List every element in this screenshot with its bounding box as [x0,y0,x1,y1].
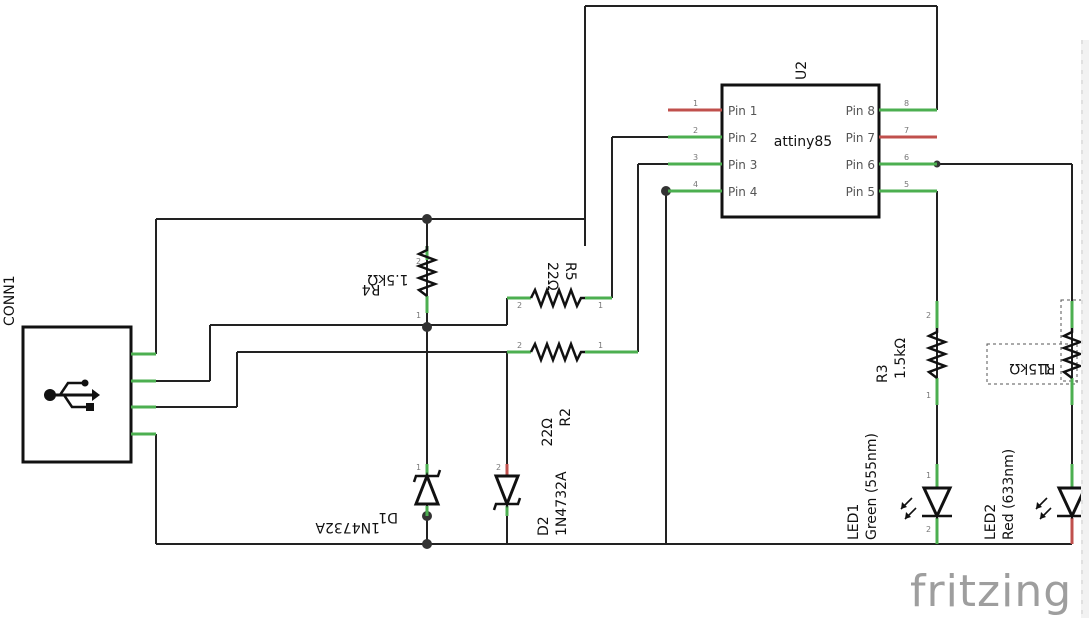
light-emission-arrows-icon [900,497,917,520]
light-emission-arrows-icon [1035,497,1052,520]
u2-pin-number: 8 [904,99,909,108]
d2-ref-label: D2 [536,516,552,536]
usb-icon [44,379,100,411]
u2-pin-label: Pin 1 [728,104,757,118]
r2-resistor[interactable]: 2 1 R2 22Ω [507,340,638,447]
pin-number-mark: 1 [598,301,603,310]
u2-pin-number: 4 [693,180,698,189]
u2-pin-number: 7 [904,126,909,135]
r4-resistor[interactable]: 2 1 R4 1.5kΩ [362,246,439,320]
junction-dot [661,186,671,196]
u2-pin-label: Pin 2 [728,131,757,145]
u2-pin-label: Pin 4 [728,185,757,199]
pin-number-mark: 2 [517,341,522,350]
pin-number-mark: 1 [416,311,421,320]
pin-number-mark: 2 [496,463,501,472]
conn1-ref-label: CONN1 [2,275,18,326]
r1-ref-label: R1 [1037,360,1056,376]
d1-zener-diode[interactable]: 1 D1 1N4732A [315,463,442,535]
d1-ref-label: D1 [378,509,398,525]
r1-value-label: 1.5kΩ [1009,360,1050,376]
u2-pin-label: Pin 6 [846,158,875,172]
junction-dot [422,539,432,549]
pin-number-mark: 1 [926,471,931,480]
pin-number-mark: 1 [416,463,421,472]
d2-zener-diode[interactable]: 2 D2 1N4732A [492,463,570,536]
r5-resistor[interactable]: 2 1 R5 22Ω [507,262,612,310]
u2-pin-number: 2 [693,126,698,135]
led1-value-label: Green (555nm) [864,433,880,540]
r5-value-label: 22Ω [544,262,560,291]
u2-pin-number: 5 [904,180,909,189]
pin-number-mark: 2 [926,525,931,534]
d1-value-label: 1N4732A [315,519,380,535]
r3-ref-label: R3 [875,364,891,383]
led2-ref-label: LED2 [983,504,999,540]
r1-resistor[interactable]: R1 1.5kΩ [986,299,1084,405]
u2-pin-number: 6 [904,153,909,162]
u2-pin-label: Pin 7 [846,131,875,145]
u2-pin-number: 1 [693,99,698,108]
led1-light-emitting-diode[interactable]: 1 2 LED1 Green (555nm) [846,433,953,544]
u2-pin-label: Pin 3 [728,158,757,172]
wires [155,5,1073,545]
fritzing-logo: fritzing [910,566,1072,617]
junction-dot [422,214,432,224]
d2-value-label: 1N4732A [554,471,570,536]
led2-value-label: Red (633nm) [1001,449,1017,540]
pin-number-mark: 2 [517,301,522,310]
pin-number-mark: 1 [926,391,931,400]
r2-value-label: 22Ω [540,418,556,447]
u2-ref-label: U2 [794,61,810,80]
vertical-scrollbar[interactable] [1081,40,1089,618]
r4-value-label: 1.5kΩ [367,271,408,287]
pin-number-mark: 2 [416,257,421,266]
r3-value-label: 1.5kΩ [893,338,909,379]
u2-attiny85-chip[interactable]: Pin 1 Pin 2 Pin 3 Pin 4 Pin 8 Pin 7 Pin … [668,61,937,219]
r5-ref-label: R5 [562,262,578,281]
u2-pin-label: Pin 5 [846,185,875,199]
r3-resistor[interactable]: 2 1 R3 1.5kΩ [875,301,949,405]
r2-ref-label: R2 [558,408,574,427]
led1-ref-label: LED1 [846,504,862,540]
r4-ref-label: R4 [362,281,381,297]
pin-number-mark: 1 [598,341,603,350]
junction-dot [422,322,432,332]
conn1-usb-connector[interactable]: CONN1 [2,275,156,464]
pin-number-mark: 2 [926,311,931,320]
u2-pin-number: 3 [693,153,698,162]
u2-part-name: attiny85 [774,134,832,150]
u2-pin-label: Pin 8 [846,104,875,118]
led2-light-emitting-diode[interactable]: LED2 Red (633nm) [983,449,1088,544]
